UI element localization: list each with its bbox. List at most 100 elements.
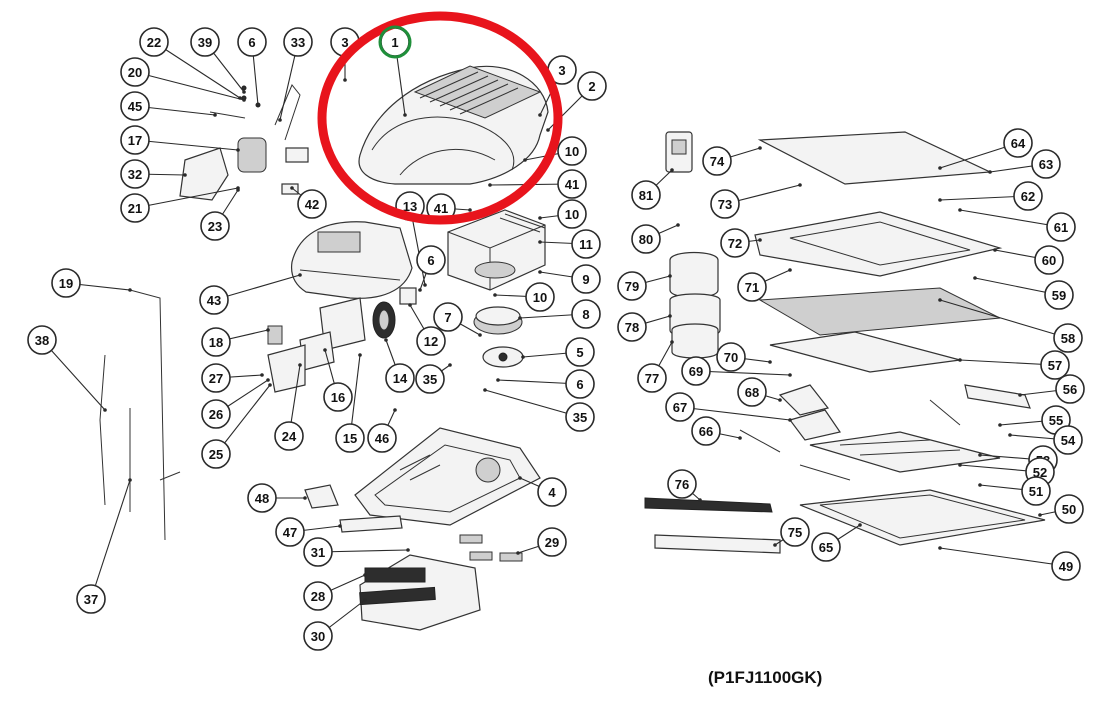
callout-number: 8 xyxy=(582,307,589,322)
callout-number: 18 xyxy=(209,335,223,350)
callout-31: 31 xyxy=(303,537,333,567)
callout-circle xyxy=(537,527,567,557)
callout-number: 10 xyxy=(565,207,579,222)
callout-circle xyxy=(120,91,150,121)
callout-54: 54 xyxy=(1053,425,1083,455)
leader-end-28 xyxy=(363,573,367,577)
callout-62: 62 xyxy=(1013,181,1043,211)
callout-10: 10 xyxy=(557,199,587,229)
callout-circle xyxy=(120,159,150,189)
callout-circle xyxy=(416,245,446,275)
leader-end-55 xyxy=(998,423,1002,427)
callout-number: 33 xyxy=(291,35,305,50)
callout-79: 79 xyxy=(617,271,647,301)
callout-number: 10 xyxy=(565,144,579,159)
callout-circle xyxy=(1034,245,1064,275)
callout-number: 74 xyxy=(710,154,725,169)
callout-number: 56 xyxy=(1063,382,1077,397)
leader-end-58 xyxy=(938,298,942,302)
callout-27: 27 xyxy=(201,363,231,393)
leader-line-22 xyxy=(153,41,241,99)
callout-number: 63 xyxy=(1039,157,1053,172)
callout-number: 70 xyxy=(724,350,738,365)
callout-number: 58 xyxy=(1061,331,1075,346)
callout-71: 71 xyxy=(737,272,767,302)
leader-end-13 xyxy=(423,283,427,287)
callout-number: 55 xyxy=(1049,413,1063,428)
callout-41: 41 xyxy=(426,193,456,223)
callout-number: 46 xyxy=(375,431,389,446)
callout-number: 50 xyxy=(1062,502,1076,517)
callout-circle xyxy=(415,364,445,394)
callout-80: 80 xyxy=(631,224,661,254)
callout-6: 6 xyxy=(565,369,595,399)
callout-number: 78 xyxy=(625,320,639,335)
callout-67: 67 xyxy=(665,392,695,422)
callout-circle xyxy=(385,363,415,393)
base-pan xyxy=(354,427,541,526)
callout-50: 50 xyxy=(1054,494,1084,524)
leader-end-29 xyxy=(516,551,520,555)
leader-end-39 xyxy=(242,90,246,94)
callout-circle xyxy=(702,146,732,176)
leader-end-52 xyxy=(958,463,962,467)
leader-end-72 xyxy=(758,238,762,242)
callout-circle xyxy=(811,532,841,562)
callout-35: 35 xyxy=(415,364,445,394)
leader-end-5 xyxy=(521,355,525,359)
leader-end-31 xyxy=(406,548,410,552)
callout-circle xyxy=(1003,128,1033,158)
callout-circle xyxy=(637,363,667,393)
callout-circle xyxy=(571,229,601,259)
callout-33: 33 xyxy=(283,27,313,57)
callout-number: 32 xyxy=(128,167,142,182)
leader-end-69 xyxy=(788,373,792,377)
callout-number: 3 xyxy=(558,63,565,78)
leader-end-10 xyxy=(493,293,497,297)
shroud-cover xyxy=(358,65,549,185)
callout-38: 38 xyxy=(27,325,57,355)
callout-circle xyxy=(201,399,231,429)
leader-end-3 xyxy=(343,78,347,82)
callout-number: 5 xyxy=(576,345,583,360)
fan-motor-assembly xyxy=(372,301,524,368)
callout-circle xyxy=(665,392,695,422)
leader-end-35 xyxy=(483,388,487,392)
leader-end-45 xyxy=(213,113,217,117)
callout-9: 9 xyxy=(571,264,601,294)
leader-end-68 xyxy=(778,398,782,402)
leader-end-61 xyxy=(958,208,962,212)
callout-circle xyxy=(557,199,587,229)
highlight-marker xyxy=(378,25,412,59)
callout-circle xyxy=(780,517,810,547)
callout-number: 26 xyxy=(209,407,223,422)
compressor-cluster xyxy=(179,84,309,201)
callout-number: 9 xyxy=(582,272,589,287)
callout-number: 59 xyxy=(1052,288,1066,303)
callout-number: 30 xyxy=(311,629,325,644)
leader-end-19 xyxy=(128,288,132,292)
callout-circle xyxy=(190,27,220,57)
callout-circle xyxy=(631,224,661,254)
callout-circle xyxy=(525,282,555,312)
leader-end-77 xyxy=(670,340,674,344)
leader-end-75 xyxy=(773,543,777,547)
callout-number: 23 xyxy=(208,219,222,234)
leader-end-74 xyxy=(758,146,762,150)
callout-61: 61 xyxy=(1046,212,1076,242)
callout-circle xyxy=(1051,551,1081,581)
leader-end-46 xyxy=(393,408,397,412)
callout-circle xyxy=(367,423,397,453)
callout-number: 13 xyxy=(403,199,417,214)
callout-circle xyxy=(297,189,327,219)
callout-circle xyxy=(303,621,333,651)
callout-number: 72 xyxy=(728,236,742,251)
callout-circle xyxy=(1031,149,1061,179)
callout-circle xyxy=(1054,494,1084,524)
callout-number: 35 xyxy=(423,372,437,387)
leader-end-9 xyxy=(538,270,542,274)
callout-circle xyxy=(571,264,601,294)
leader-line-38 xyxy=(41,339,106,411)
callout-number: 12 xyxy=(424,334,438,349)
